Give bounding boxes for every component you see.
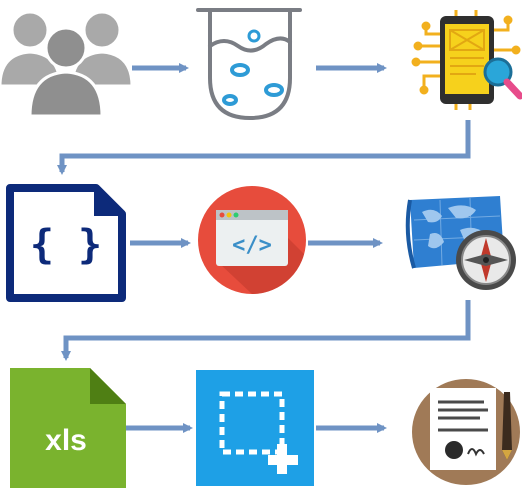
code-tag-glyph: </> <box>232 233 272 258</box>
json-braces-glyph: { } <box>30 222 102 268</box>
map-compass-icon <box>400 190 522 294</box>
users-group-icon <box>0 6 134 118</box>
code-window-icon: </> <box>196 184 308 296</box>
crop-selection-icon <box>196 370 314 486</box>
certificate-icon <box>410 376 522 486</box>
arrow-row1-to-row2 <box>57 120 471 175</box>
mobile-search-icon <box>410 10 524 110</box>
arrow-row2-to-row3 <box>61 300 471 361</box>
xls-label: xls <box>45 424 87 457</box>
json-file-icon: { } <box>4 182 128 304</box>
xls-file-icon: xls <box>10 368 126 488</box>
test-tube-icon <box>194 6 306 122</box>
